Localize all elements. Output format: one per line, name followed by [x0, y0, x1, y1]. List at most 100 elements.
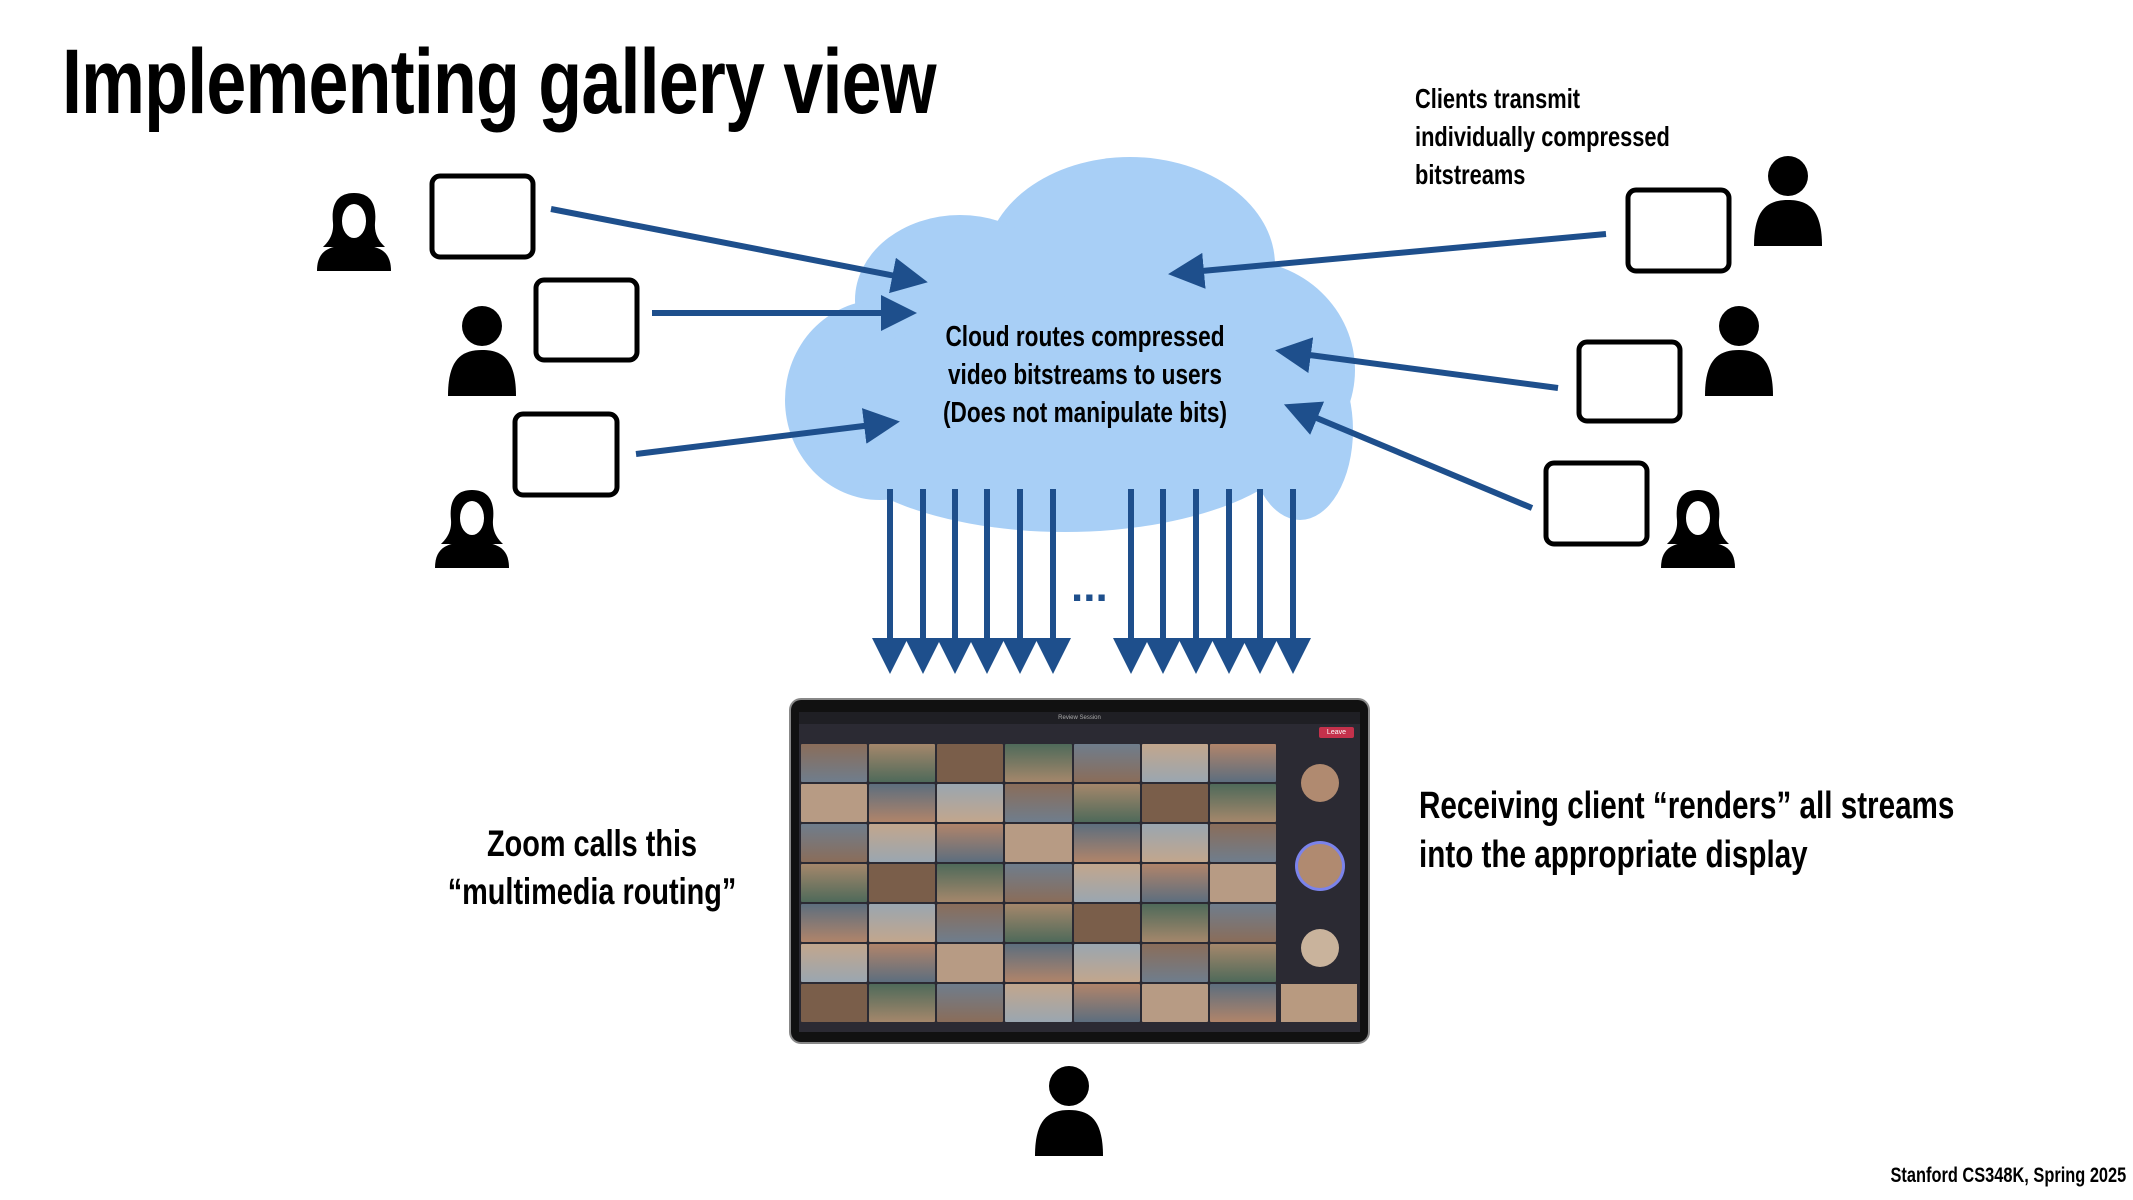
video-tile: [1073, 864, 1140, 902]
meeting-toolbar: Leave: [799, 724, 1360, 742]
video-frame-icon: [429, 173, 536, 260]
person-female-icon: [1661, 490, 1735, 568]
note-line: Receiving client “renders” all streams: [1419, 785, 1955, 827]
note-line: “multimedia routing”: [447, 871, 737, 912]
video-frame-icon: [1625, 187, 1732, 274]
note-line: individually compressed: [1415, 121, 1670, 152]
video-tile: [1073, 984, 1140, 1022]
video-tile: [1073, 904, 1140, 942]
arrow-icon: [635, 408, 900, 457]
video-tile: [801, 984, 868, 1022]
receiving-note: Receiving client “renders” all streams i…: [1419, 782, 1954, 880]
video-tile: [801, 824, 868, 862]
video-tile: [1209, 944, 1276, 982]
video-tile: [937, 984, 1004, 1022]
cloud-label-line: Cloud routes compressed: [945, 321, 1225, 353]
person-male-icon: [1035, 1066, 1103, 1156]
note-line: Zoom calls this: [486, 823, 698, 864]
video-grid: [801, 744, 1276, 1022]
cloud-label-line: (Does not manipulate bits): [942, 397, 1228, 429]
video-frame-icon: [1576, 339, 1683, 424]
ellipsis: ...: [1071, 562, 1108, 611]
video-tile: [937, 784, 1004, 822]
video-tile: [1141, 944, 1208, 982]
leave-button[interactable]: Leave: [1318, 727, 1354, 738]
video-tile: [1141, 984, 1208, 1022]
video-tile: [937, 744, 1004, 782]
meeting-screen: Review Session Leave: [799, 712, 1360, 1032]
video-tile: [801, 864, 868, 902]
video-tile: [1209, 744, 1276, 782]
video-tile: [1005, 864, 1072, 902]
clients-note: Clients transmit individually compressed…: [1415, 80, 1670, 194]
video-tile: [937, 904, 1004, 942]
video-tile: [869, 784, 936, 822]
video-tile: [1073, 824, 1140, 862]
video-tile: [1141, 744, 1208, 782]
video-tile: [1005, 824, 1072, 862]
video-tile: [1005, 984, 1072, 1022]
video-tile: [1073, 744, 1140, 782]
video-tile: [1209, 864, 1276, 902]
tablet-gallery-view: Review Session Leave: [791, 700, 1368, 1042]
video-tile: [869, 904, 936, 942]
video-tile: [1073, 944, 1140, 982]
video-tile: [869, 944, 936, 982]
video-tile: [1005, 944, 1072, 982]
video-tile: [1141, 864, 1208, 902]
arrow-icon: [1283, 401, 1534, 511]
avatar: [1301, 764, 1339, 802]
arrow-icon: [1275, 337, 1559, 391]
person-male-icon: [448, 306, 516, 396]
video-tile: [1281, 984, 1357, 1022]
video-tile: [801, 944, 868, 982]
avatar: [1301, 929, 1339, 967]
video-tile: [869, 744, 936, 782]
video-tile: [937, 864, 1004, 902]
video-tile: [937, 944, 1004, 982]
cloud-label-line: video bitstreams to users: [947, 359, 1223, 391]
video-tile: [1073, 784, 1140, 822]
video-tile: [1209, 824, 1276, 862]
window-title: Review Session: [799, 712, 1360, 724]
video-tile: [801, 904, 868, 942]
person-female-icon: [435, 490, 509, 568]
footer: Stanford CS348K, Spring 2025: [1890, 1164, 2126, 1187]
zoom-note: Zoom calls this “multimedia routing”: [448, 820, 737, 916]
side-participants: [1281, 744, 1357, 1022]
video-tile: [1005, 784, 1072, 822]
video-tile: [1209, 904, 1276, 942]
video-tile: [1141, 824, 1208, 862]
note-line: Clients transmit: [1415, 83, 1581, 114]
video-tile: [1209, 784, 1276, 822]
video-tile: [801, 784, 868, 822]
arrow-icon: [1168, 231, 1607, 289]
video-tile: [1141, 904, 1208, 942]
video-tile: [1005, 744, 1072, 782]
video-tile: [801, 744, 868, 782]
cloud-label: Cloud routes compressed video bitstreams…: [943, 318, 1227, 432]
note-line: into the appropriate display: [1419, 834, 1808, 876]
download-arrows: [872, 489, 1311, 674]
video-tile: [869, 824, 936, 862]
person-male-icon: [1705, 306, 1773, 396]
note-line: bitstreams: [1415, 159, 1526, 190]
arrow-icon: [550, 206, 928, 294]
video-frame-icon: [512, 411, 620, 498]
video-frame-icon: [533, 277, 640, 363]
video-frames: [429, 173, 1732, 547]
person-male-icon: [1754, 156, 1822, 246]
video-tile: [1141, 784, 1208, 822]
upload-arrows: [550, 206, 1607, 511]
video-tile: [869, 984, 936, 1022]
video-tile: [869, 864, 936, 902]
video-tile: [1209, 984, 1276, 1022]
video-frame-icon: [1543, 460, 1650, 547]
person-female-icon: [317, 193, 391, 271]
video-tile: [1005, 904, 1072, 942]
page-title: Implementing gallery view: [62, 31, 937, 133]
avatar: [1298, 844, 1342, 888]
video-tile: [937, 824, 1004, 862]
